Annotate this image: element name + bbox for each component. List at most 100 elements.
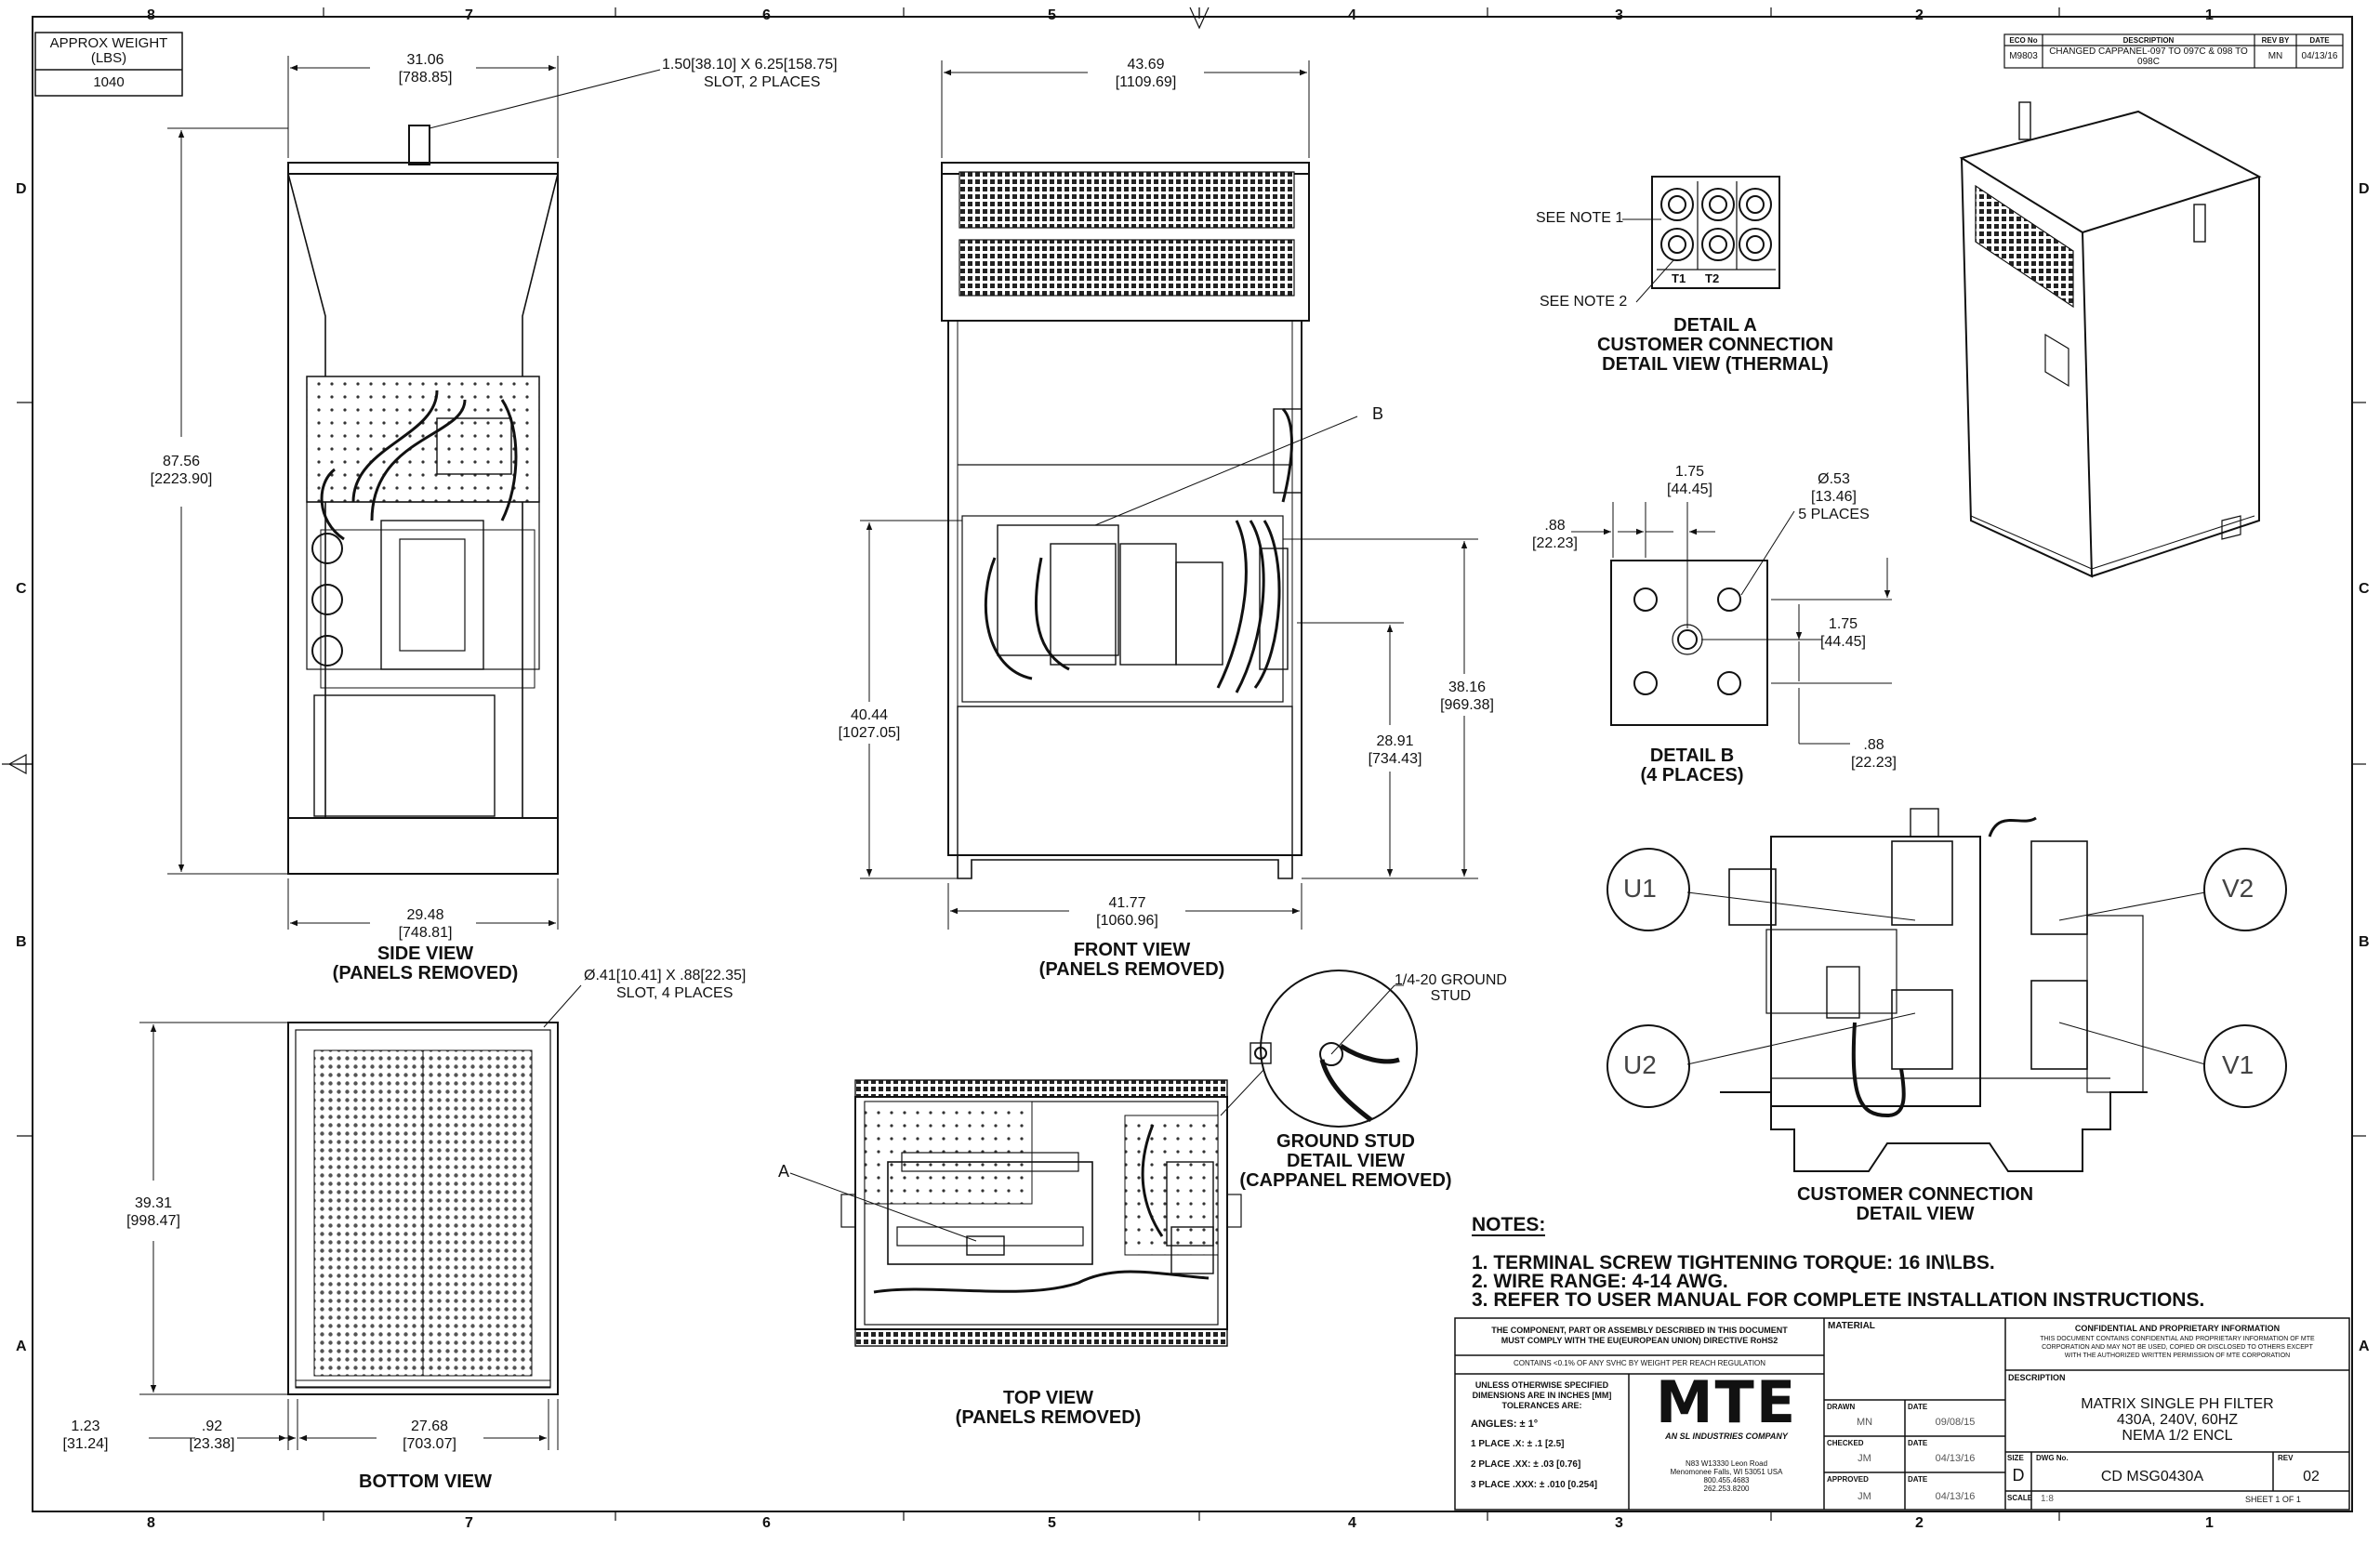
top-view-title: TOP VIEW(PANELS REMOVED) [955,1388,1142,1428]
front-dim-bottom: 41.77[1060.96] [1096,895,1158,929]
rohs-statement: THE COMPONENT, PART OR ASSEMBLY DESCRIBE… [1491,1326,1788,1345]
col-label: 8 [147,7,155,23]
top-label-a: A [778,1162,790,1181]
side-slot-note: 1.50[38.10] X 6.25[158.75]SLOT, 2 PLACES [662,57,838,90]
sheet-number: SHEET 1 OF 1 [2245,1495,2301,1504]
note-3: 3. REFER TO USER MANUAL FOR COMPLETE INS… [1472,1289,2205,1311]
detail-b-dim-88b: .88[22.23] [1851,737,1897,771]
col-label: 7 [465,1515,473,1531]
row-label: C [16,581,27,597]
approved-date-label: DATE [1908,1475,1928,1484]
col-label: 7 [465,7,473,23]
title-block-lines [1454,1317,2350,1511]
scale-label: SCALE [2007,1494,2033,1502]
front-view-drawing [941,162,1310,879]
rev-header-desc: DESCRIPTION [2122,36,2175,45]
bottom-dim-b: .92[23.38] [189,1419,235,1452]
detail-a-drawing [1622,176,1780,303]
bottom-view-drawing [287,1022,559,1395]
isometric-view-drawing [1959,101,2262,578]
mte-logo-sub: AN SL INDUSTRIES COMPANY [1665,1432,1788,1441]
notes-heading: NOTES: [1472,1214,1546,1235]
drawn-by: MN [1856,1417,1873,1428]
col-label: 5 [1048,1515,1056,1531]
rev-desc: CHANGED CAPPANEL-097 TO 097C & 098 TO 09… [2049,46,2248,67]
description-label: DESCRIPTION [2008,1373,2066,1382]
weight-label: APPROX WEIGHT (LBS) [49,35,168,66]
label-u2: U2 [1623,1050,1657,1079]
rev-header-by: REV BY [2261,36,2290,45]
col-label: 1 [2205,1515,2214,1531]
terminal-t2: T2 [1705,271,1720,285]
size-value: D [2012,1466,2025,1485]
top-view-drawing [840,1079,1242,1347]
rev-date: 04/13/16 [2301,51,2338,61]
side-dim-top: 31.06[788.85] [398,52,453,86]
detail-b-title: DETAIL B(4 PLACES) [1640,746,1744,785]
confidential-text: THIS DOCUMENT CONTAINS CONFIDENTIAL AND … [2040,1336,2315,1359]
dwg-no-value: CD MSG0430A [2100,1469,2204,1485]
front-dim-top: 43.69[1109.69] [1115,57,1177,90]
material-label: MATERIAL [1828,1321,1875,1331]
col-label: 6 [762,1515,771,1531]
checked-date: 04/13/16 [1935,1453,1976,1464]
col-label: 2 [1915,1515,1924,1531]
reach-statement: CONTAINS <0.1% OF ANY SVHC BY WEIGHT PER… [1513,1359,1766,1367]
dwg-no-label: DWG No. [2036,1454,2069,1462]
detail-b-dim-175: 1.75[44.45] [1667,464,1712,497]
col-label: 4 [1348,1515,1356,1531]
checked-label: CHECKED [1827,1439,1864,1447]
customer-connection-drawing [1606,808,2287,1172]
mte-logo: MTE [1655,1368,1798,1436]
row-label: B [16,934,27,950]
side-view-drawing [287,125,559,875]
rev-header-eco: ECO No [2009,36,2038,45]
col-label: 5 [1048,7,1056,23]
row-label: D [2359,181,2370,197]
col-label: 4 [1348,7,1356,23]
rev-eco: M9803 [2009,51,2038,61]
see-note-1: SEE NOTE 1 [1536,210,1624,226]
bottom-view-title: BOTTOM VIEW [359,1471,492,1492]
drawn-date-label: DATE [1908,1403,1928,1411]
rev-label: REV [2278,1454,2294,1462]
front-dim-right: 38.16[969.38] [1440,680,1494,713]
front-dim-mid: 28.91[734.43] [1368,733,1422,767]
label-v2: V2 [2222,874,2254,903]
detail-b-dim-88: .88[22.23] [1532,518,1578,551]
checked-by: JM [1858,1453,1871,1464]
drawn-label: DRAWN [1827,1403,1856,1411]
terminal-t1: T1 [1672,271,1686,285]
tol-angles: ANGLES: ± 1° [1471,1419,1539,1430]
row-label: A [2359,1339,2370,1354]
note-1: 1. TERMINAL SCREW TIGHTENING TORQUE: 16 … [1472,1252,1995,1273]
size-label: SIZE [2007,1454,2024,1462]
bottom-dim-height: 39.31[998.47] [126,1195,180,1229]
row-label: B [2359,934,2370,950]
scale-value: 1:8 [2041,1494,2054,1504]
see-note-2: SEE NOTE 2 [1540,294,1628,310]
approved-date: 04/13/16 [1935,1491,1976,1502]
rev-value: 02 [2303,1469,2320,1485]
drawn-date: 09/08/15 [1935,1417,1976,1428]
label-u1: U1 [1623,874,1657,903]
col-label: 2 [1915,7,1924,23]
approved-label: APPROVED [1827,1475,1869,1484]
bottom-slot-note: Ø.41[10.41] X .88[22.35]SLOT, 4 PLACES [584,968,747,1001]
side-dim-bottom: 29.48[748.81] [398,907,453,941]
row-label: D [16,181,27,197]
col-label: 1 [2205,7,2214,23]
row-label: A [16,1339,27,1354]
checked-date-label: DATE [1908,1439,1928,1447]
tol-3-place: 3 PLACE .XXX: ± .010 [0.254] [1471,1480,1598,1490]
detail-b-dim-175b: 1.75[44.45] [1820,616,1866,650]
label-v1: V1 [2222,1050,2254,1079]
